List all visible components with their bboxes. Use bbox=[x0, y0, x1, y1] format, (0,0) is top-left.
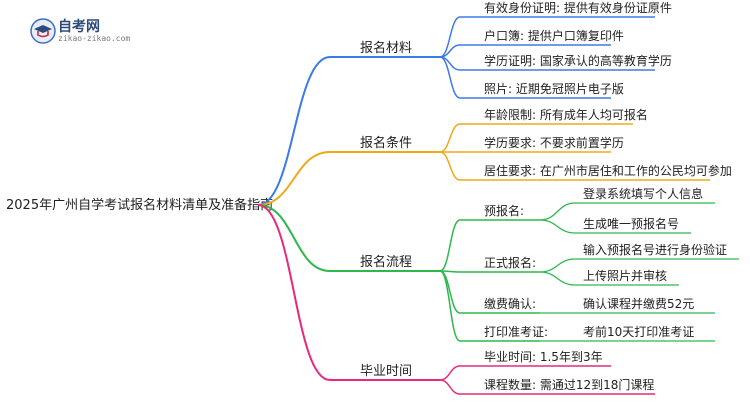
grandchild-label: 登录系统填写个人信息 bbox=[583, 186, 703, 201]
leaf-label: 课程数量: 需通过12到18门课程 bbox=[484, 377, 654, 392]
leaf-connector bbox=[439, 151, 461, 181]
grandchild-connector bbox=[539, 271, 576, 286]
grandchild-connector bbox=[539, 219, 576, 234]
leaf-label: 毕业时间: 1.5年到3年 bbox=[484, 350, 603, 364]
leaf-label: 学历证明: 国家承认的高等教育学历 bbox=[484, 53, 672, 68]
sub-label: 正式报名: bbox=[484, 255, 536, 270]
graduation-cap-icon bbox=[30, 18, 56, 44]
leaf-connector bbox=[439, 16, 461, 58]
branch-connector bbox=[257, 204, 331, 381]
sub-label: 打印准考证: bbox=[484, 325, 548, 339]
grandchild-connector bbox=[539, 258, 576, 273]
branch-label: 报名材料 bbox=[360, 40, 412, 56]
grandchild-label: 考前10天打印准考证 bbox=[583, 324, 694, 339]
branch-label: 毕业时间 bbox=[360, 364, 412, 379]
grandchild-label: 确认课程并缴费52元 bbox=[583, 296, 694, 311]
leaf-label: 居住要求: 在广州市居住和工作的公民均可参加 bbox=[484, 163, 732, 178]
grandchild-label: 输入预报名号进行身份验证 bbox=[583, 242, 727, 257]
leaf-label: 有效身份证明: 提供有效身份证原件 bbox=[484, 0, 672, 15]
leaf-connector bbox=[439, 56, 461, 99]
sub-connector bbox=[439, 270, 461, 342]
branch-connector bbox=[257, 56, 331, 206]
logo-title: 自考网 bbox=[58, 19, 100, 35]
grandchild-label: 上传照片并审核 bbox=[583, 268, 667, 283]
root-topic: 2025年广州自学考试报名材料清单及准备指南 bbox=[6, 197, 273, 213]
leaf-label: 年龄限制: 所有成年人均可报名 bbox=[484, 107, 648, 122]
leaf-connector bbox=[439, 123, 461, 153]
branch-label: 报名条件 bbox=[360, 135, 412, 151]
leaf-connector bbox=[439, 379, 461, 395]
branch-connector bbox=[257, 204, 331, 272]
branch-connector bbox=[257, 151, 331, 206]
sub-connector bbox=[439, 219, 461, 272]
logo bbox=[30, 12, 170, 52]
sub-label: 缴费确认: bbox=[484, 296, 536, 311]
leaf-label: 照片: 近期免冠照片电子版 bbox=[484, 81, 624, 96]
sub-label: 预报名: bbox=[484, 203, 524, 218]
branch-label: 报名流程 bbox=[360, 254, 412, 270]
leaf-connector bbox=[439, 365, 461, 381]
leaf-label: 学历要求: 不要求前置学历 bbox=[484, 135, 624, 150]
logo-url: zikao-zikao.com bbox=[58, 34, 131, 43]
grandchild-label: 生成唯一预报名号 bbox=[583, 216, 679, 231]
grandchild-connector bbox=[539, 202, 576, 221]
leaf-label: 户口簿: 提供户口簿复印件 bbox=[484, 28, 624, 43]
